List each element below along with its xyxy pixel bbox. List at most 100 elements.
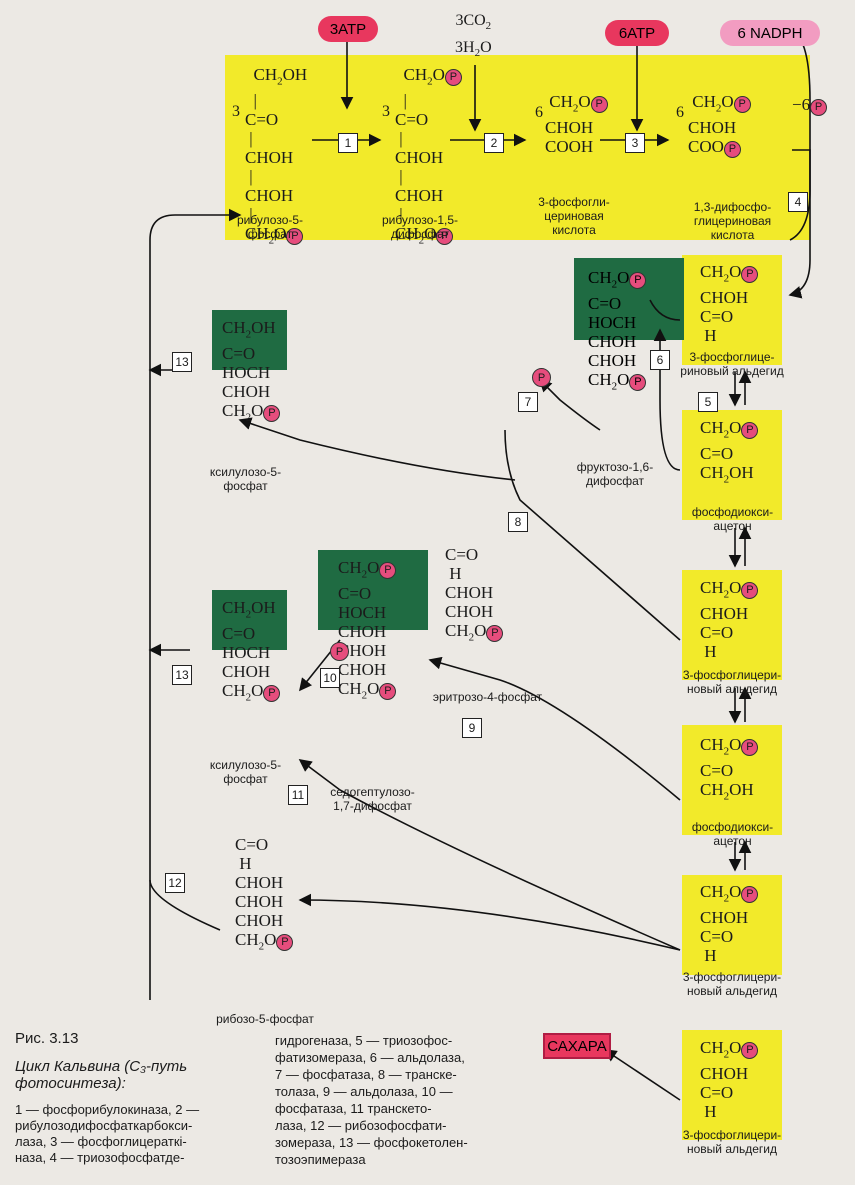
label-sbp: седогептулозо- 1,7-дифосфат [330, 785, 415, 813]
phosphate-circle: P [733, 95, 751, 113]
label-gap3: 3-фосфоглицери- новый альдегид [682, 970, 782, 998]
highlight-dhap1 [682, 410, 782, 520]
step-2: 2 [484, 133, 504, 153]
label-gap1: 3-фосфоглице- риновый альдегид [680, 350, 784, 378]
step-8: 8 [508, 512, 528, 532]
step-3: 3 [625, 133, 645, 153]
step-4: 4 [788, 192, 808, 212]
arrow-step11b [298, 893, 681, 951]
phosphate-circle: P [444, 68, 462, 86]
nadph-pill: 6 NADPH [720, 20, 820, 46]
atp6-pill: 6АТР [605, 20, 669, 46]
product-sacchar: САХАРА [543, 1033, 611, 1059]
highlight-sbp [318, 550, 428, 630]
co2-h2o-label: 3CO2 3H2O [455, 12, 492, 60]
step-9: 9 [462, 718, 482, 738]
figure-legend-col2: гидрогеназа, 5 — триозофос- фатизомераза… [275, 1033, 468, 1167]
phosphate-circle: P [286, 227, 304, 245]
phosphate-circle: P [436, 227, 454, 245]
phosphate-circle: P [486, 624, 504, 642]
phosphate-circle: P [741, 265, 759, 283]
phosphate-circle: P [590, 95, 608, 113]
co2-text: 3CO [455, 12, 486, 29]
step-10: 10 [320, 668, 340, 688]
step-5: 5 [698, 392, 718, 412]
phosphate-circle: P [276, 933, 294, 951]
phosphate-circle: P [741, 1041, 759, 1059]
arrow-step11 [298, 759, 681, 951]
phosphate-circle: P [810, 98, 828, 116]
arrow-sacchar [603, 1049, 681, 1101]
arrow-return-loop [149, 208, 242, 1000]
phosphate-circle: P [263, 404, 281, 422]
step-13-a: 13 [172, 352, 192, 372]
phosphate-circle: P [741, 738, 759, 756]
step-7: 7 [518, 392, 538, 412]
atp3-pill: 3АТР [318, 16, 378, 42]
phosphate-circle: P [629, 271, 647, 289]
step-12: 12 [165, 873, 185, 893]
coef-ribulose5p: 3 [232, 103, 240, 120]
released-phosphate-10: P [330, 642, 349, 661]
label-gap2: 3-фосфоглицери- новый альдегид [682, 668, 782, 696]
phosphate-circle: P [379, 561, 397, 579]
figure-title: Цикл Кальвина (C₃-путь фотосинтеза): [15, 1058, 188, 1092]
label-fbp: фруктозо-1,6- дифосфат [576, 460, 654, 488]
label-gap4: 3-фосфоглицери- новый альдегид [682, 1128, 782, 1156]
highlight-gap2 [682, 570, 782, 680]
label-erythrose: эритрозо-4-фосфат [432, 690, 543, 704]
h2o-text: 3H [455, 39, 475, 57]
arrow-step8 [504, 429, 681, 641]
highlight-xylulose1 [212, 310, 287, 370]
highlight-gap1 [682, 255, 782, 365]
arrow-step6 [649, 299, 681, 321]
phosphate-circle: P [263, 684, 281, 702]
coef-ribulose15dp: 3 [382, 103, 390, 120]
label-ribulose5p: рибулозо-5- фосфат [236, 213, 304, 241]
coef-pga: 6 [535, 104, 543, 121]
label-xylulose1: ксилулозо-5- фосфат [209, 465, 282, 493]
phosphate-circle: P [723, 140, 741, 158]
label-pga: 3-фосфогли- цериновая кислота [538, 195, 610, 237]
label-dhap1: фосфодиокси- ацетон [691, 505, 774, 533]
step-1: 1 [338, 133, 358, 153]
phosphate-circle: P [379, 682, 397, 700]
arrow-right-branch [789, 149, 811, 241]
step-13-b: 13 [172, 665, 192, 685]
arrow-12 [149, 879, 221, 931]
highlight-fbp [574, 258, 684, 340]
highlight-xylulose2 [212, 590, 287, 650]
phosphate-circle: P [741, 885, 759, 903]
arrow-step7 [538, 378, 601, 431]
label-xylulose2: ксилулозо-5- фосфат [209, 758, 282, 786]
coef-dpga: 6 [676, 104, 684, 121]
highlight-top-band [225, 55, 810, 240]
highlight-gap4 [682, 1030, 782, 1140]
highlight-gap3 [682, 875, 782, 975]
label-dhap2: фосфодиокси- ацетон [691, 820, 774, 848]
label-dpga: 1,3-дифосфо- глицериновая кислота [693, 200, 772, 242]
highlight-dhap2 [682, 725, 782, 835]
phosphate-circle: P [741, 581, 759, 599]
step-6: 6 [650, 350, 670, 370]
figure-legend-col1: 1 — фосфорибулокиназа, 2 — рибулозодифос… [15, 1102, 200, 1165]
arrow-nadph [788, 29, 811, 299]
phosphate-circle: P [741, 421, 759, 439]
